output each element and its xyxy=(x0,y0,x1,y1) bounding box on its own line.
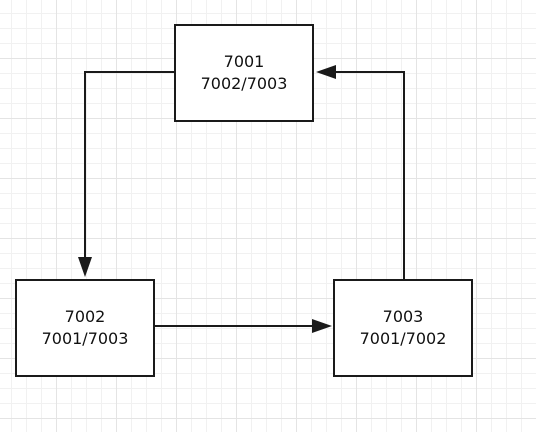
node-peers-label: 7002/7003 xyxy=(200,74,288,93)
connector-line xyxy=(336,71,405,279)
node-port-label: 7003 xyxy=(382,307,424,326)
node-port-label: 7001 xyxy=(223,52,265,71)
node-peers-label: 7001/7003 xyxy=(41,329,129,348)
node-7001[interactable]: 7001 7002/7003 xyxy=(174,24,314,122)
node-7003[interactable]: 7003 7001/7002 xyxy=(333,279,473,377)
edge-7003-to-7001 xyxy=(316,65,405,279)
edge-7001-to-7002 xyxy=(78,71,174,277)
edge-7002-to-7003 xyxy=(155,319,332,333)
arrowhead-left-icon xyxy=(316,65,336,79)
arrowhead-right-icon xyxy=(312,319,332,333)
node-port-label: 7002 xyxy=(64,307,106,326)
connector-line xyxy=(84,71,174,257)
node-peers-label: 7001/7002 xyxy=(359,329,447,348)
arrowhead-down-icon xyxy=(78,257,92,277)
node-7002[interactable]: 7002 7001/7003 xyxy=(15,279,155,377)
